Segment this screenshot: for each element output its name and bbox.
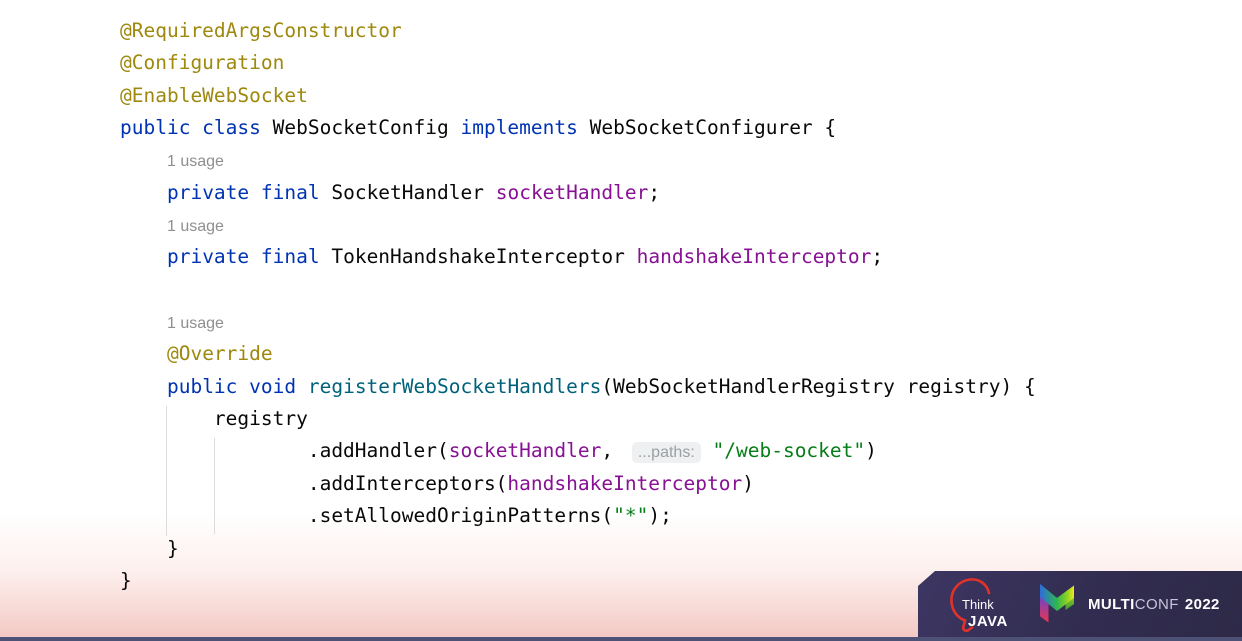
code-token-plain: TokenHandshakeInterceptor xyxy=(331,245,637,269)
code-line: 1 usage xyxy=(120,209,1036,241)
code-token-field: handshakeInterceptor xyxy=(636,245,872,269)
code-line: 1 usage xyxy=(120,144,1036,176)
code-token-plain xyxy=(120,310,167,333)
multiconf-multi: MULTI xyxy=(1088,595,1135,613)
code-token-annotation: @Configuration xyxy=(120,51,285,75)
multiconf-logo: MULTICONF 2022 xyxy=(1040,583,1220,625)
code-token-string: "/web-socket" xyxy=(712,439,866,463)
code-line: public class WebSocketConfig implements … xyxy=(120,112,1036,144)
code-line: .addInterceptors(handshakeInterceptor) xyxy=(120,468,1036,500)
code-line: @EnableWebSocket xyxy=(120,80,1036,112)
code-token-field: socketHandler xyxy=(448,439,602,463)
code-token-plain: SocketHandler xyxy=(331,180,496,204)
code-token-plain: .setAllowedOriginPatterns( xyxy=(120,504,614,528)
code-line xyxy=(120,274,1036,306)
code-token-keyword: private final xyxy=(166,180,332,204)
code-token-plain: ); xyxy=(648,504,672,528)
code-token-plain xyxy=(120,148,167,171)
code-line: registry xyxy=(120,403,1036,435)
code-token-keyword: public void xyxy=(166,374,308,398)
code-line: @Configuration xyxy=(120,47,1036,79)
code-token-keyword: public class xyxy=(120,116,273,140)
multiconf-wordmark: MULTICONF 2022 xyxy=(1088,596,1220,613)
code-token-string: "*" xyxy=(613,504,649,528)
code-token-plain xyxy=(120,213,167,236)
code-token-annotation: @Override xyxy=(166,342,273,366)
thinkjava-logo: Think JAVA xyxy=(944,575,1016,633)
code-token-plain: registry xyxy=(120,407,308,431)
code-token-keyword: implements xyxy=(460,116,590,140)
code-token-plain xyxy=(701,439,713,462)
code-token-plain: WebSocketConfig xyxy=(272,116,461,140)
code-token-annotation: @EnableWebSocket xyxy=(120,83,308,107)
code-token-plain: } xyxy=(120,536,179,560)
code-token-method: registerWebSocketHandlers xyxy=(307,374,602,398)
indent-guide xyxy=(214,438,215,534)
thinkjava-line2: JAVA xyxy=(968,613,1008,630)
multiconf-year: 2022 xyxy=(1184,595,1220,613)
footer-badge: Think JAVA xyxy=(918,571,1242,637)
code-token-plain: (WebSocketHandlerRegistry registry) { xyxy=(601,374,1036,398)
multiconf-mark-icon xyxy=(1040,583,1074,623)
code-token-plain xyxy=(120,181,167,204)
code-token-plain: .addInterceptors( xyxy=(120,471,508,495)
code-line: public void registerWebSocketHandlers(We… xyxy=(120,371,1036,403)
code-token-field: socketHandler xyxy=(495,180,649,204)
code-line: } xyxy=(120,533,1036,565)
code-block: @RequiredArgsConstructor @Configuration @E… xyxy=(120,15,1036,597)
code-token-plain xyxy=(120,375,167,398)
code-line: .addHandler(socketHandler, ...paths: "/w… xyxy=(120,435,1036,467)
code-token-plain: , xyxy=(601,439,625,463)
code-token-annotation: @RequiredArgsConstructor xyxy=(120,19,402,42)
code-token-plain: ) xyxy=(742,471,754,495)
code-token-usage: 1 usage xyxy=(166,153,224,171)
code-token-field: handshakeInterceptor xyxy=(507,471,743,495)
code-line: @Override xyxy=(120,338,1036,370)
thinkjava-line1: Think xyxy=(962,597,994,612)
code-token-plain: ) xyxy=(865,439,877,463)
code-token-keyword: private final xyxy=(166,245,332,269)
code-token-hint: ...paths: xyxy=(631,442,701,464)
thinkjava-head-icon: Think JAVA xyxy=(950,578,1008,633)
indent-guide xyxy=(166,406,167,536)
code-token-plain xyxy=(120,342,167,365)
code-token-usage: 1 usage xyxy=(166,315,224,333)
code-line: private final SocketHandler socketHandle… xyxy=(120,177,1036,209)
bottom-accent-bar xyxy=(0,637,1242,641)
code-line: @RequiredArgsConstructor xyxy=(120,15,1036,47)
code-token-plain: } xyxy=(120,568,132,592)
code-line: } xyxy=(120,565,1036,597)
multiconf-conf: CONF xyxy=(1134,595,1179,613)
code-token-plain: ; xyxy=(648,180,661,204)
code-line: 1 usage xyxy=(120,306,1036,338)
code-token-plain: ; xyxy=(871,245,884,269)
code-token-plain: WebSocketConfigurer { xyxy=(589,116,837,140)
code-token-usage: 1 usage xyxy=(166,218,224,236)
code-line: private final TokenHandshakeInterceptor … xyxy=(120,241,1036,273)
code-token-plain xyxy=(120,245,167,268)
code-token-plain: .addHandler( xyxy=(120,439,449,463)
code-line: .setAllowedOriginPatterns("*"); xyxy=(120,500,1036,532)
